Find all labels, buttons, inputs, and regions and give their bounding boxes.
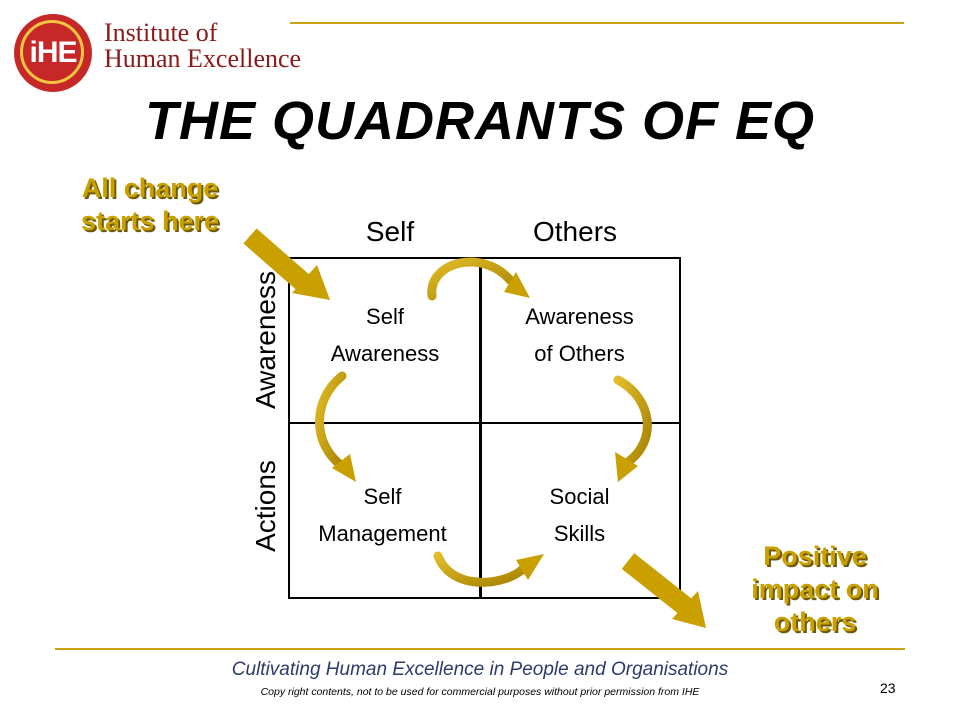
quadrant-self-management: Self Management — [290, 478, 475, 552]
curved-arrow-right-icon — [613, 375, 652, 482]
logo-text: iHE — [29, 36, 77, 69]
quadrant-self-awareness-line1: Self — [366, 304, 404, 329]
slide-title: THE QUADRANTS OF EQ — [144, 91, 815, 151]
quadrant-self-management-line2: Management — [318, 521, 447, 546]
quadrant-social-skills: Social Skills — [487, 478, 672, 552]
logo: iHE — [14, 14, 92, 92]
quadrant-awareness-of-others-line2: of Others — [534, 341, 625, 366]
arrow-into-self-awareness-icon — [243, 228, 330, 300]
callout-impact-line1: Positive — [763, 541, 867, 571]
quadrant-self-awareness: Self Awareness — [295, 298, 475, 372]
logo-ring — [20, 20, 84, 84]
curved-arrow-top-icon — [427, 257, 530, 301]
column-header-self: Self — [365, 216, 415, 247]
callout-positive-impact: Positive impact on others — [720, 540, 910, 639]
callout-start-line2: starts here — [80, 206, 220, 236]
grid-vertical-divider — [479, 257, 482, 599]
bottom-divider — [55, 648, 905, 650]
quadrant-social-skills-line2: Skills — [553, 521, 606, 546]
callout-start-line1: All change — [81, 173, 219, 203]
footer-copyright: Copy right contents, not to be used for … — [260, 686, 700, 698]
brand-name-line1: Institute of — [104, 18, 218, 47]
quadrant-self-management-line1: Self — [363, 484, 402, 509]
page-number: 23 — [880, 680, 896, 696]
brand-name-line2: Human Excellence — [104, 44, 302, 73]
quadrant-grid — [288, 257, 681, 599]
quadrant-awareness-of-others: Awareness of Others — [487, 298, 672, 372]
quadrant-self-awareness-line2: Awareness — [330, 341, 440, 366]
callout-change-starts-here: All change starts here — [60, 172, 240, 238]
column-header-others: Others — [532, 216, 618, 247]
callout-impact-line2: impact on — [751, 574, 879, 604]
top-divider — [290, 22, 904, 24]
footer-tagline: Cultivating Human Excellence in People a… — [231, 659, 729, 680]
curved-arrow-left-icon — [315, 371, 356, 482]
quadrant-awareness-of-others-line1: Awareness — [525, 304, 634, 329]
arrow-to-positive-impact-icon — [621, 553, 706, 628]
curved-arrow-bottom-icon — [433, 551, 544, 587]
grid-horizontal-divider — [288, 422, 681, 424]
quadrant-social-skills-line1: Social — [549, 484, 610, 509]
callout-impact-line3: others — [773, 607, 857, 637]
